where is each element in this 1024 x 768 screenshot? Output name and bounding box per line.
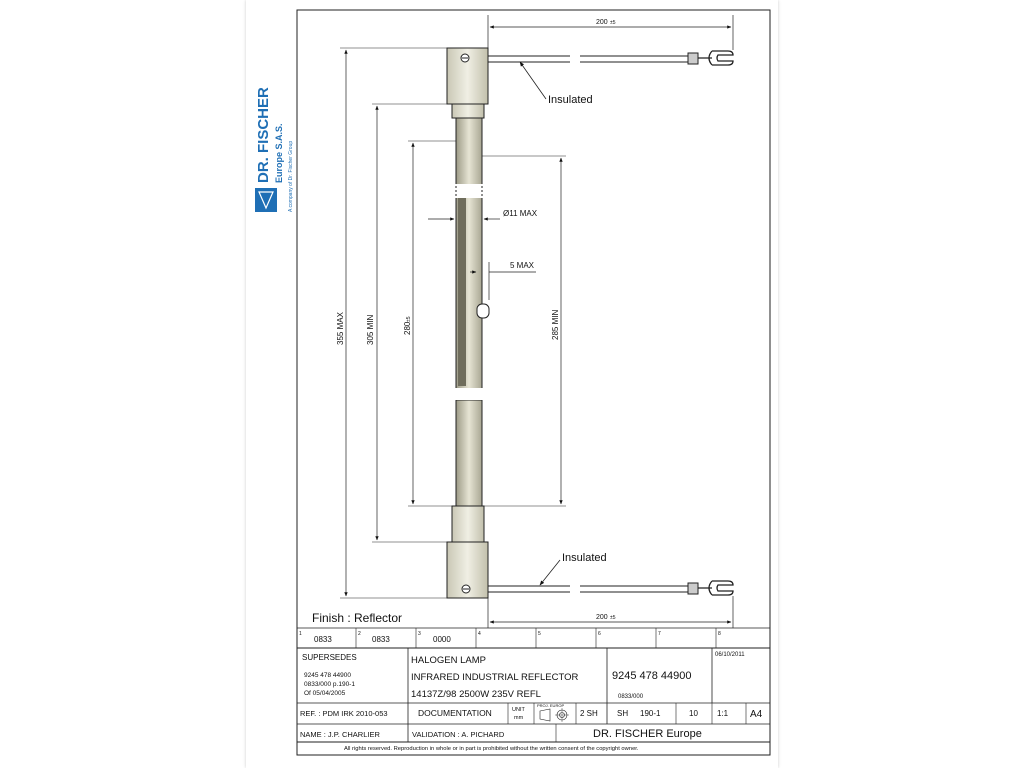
part-sub: 0833/000	[618, 694, 644, 700]
sheets-count: 2 SH	[580, 709, 598, 718]
dim-bottom-cable-tol: ±5	[610, 615, 616, 621]
ref-label: REF. : PDM IRK 2010-053	[300, 709, 388, 718]
drawing-date: 06/10/2011	[715, 652, 745, 658]
paper-format: A4	[750, 709, 763, 720]
copyright-notice: All rights reserved. Reproduction in who…	[344, 746, 639, 752]
dim-bottom-cable: 200	[596, 614, 608, 621]
tube-upper	[455, 117, 483, 187]
insulated-top-label: Insulated	[548, 94, 593, 106]
rev-code: 0833	[314, 635, 332, 644]
product-line-1: HALOGEN LAMP	[411, 655, 486, 666]
company-tagline: A company of Dr. Fischer Group	[288, 141, 294, 212]
drawing-sheet	[246, 0, 778, 768]
company-name: DR. FISCHER	[255, 87, 272, 183]
dim-top-cable-tol: ±5	[610, 20, 616, 26]
projection-symbol-icon	[539, 708, 569, 722]
dim-280-tol: ±5	[406, 316, 412, 322]
company-logo: DR. FISCHER Europe S.A.S. A company of D…	[255, 87, 294, 212]
rev-col-number: 4	[478, 631, 481, 637]
tube-lower	[455, 399, 483, 507]
rev-col-number: 8	[718, 631, 721, 637]
rev-code: 0000	[433, 635, 451, 644]
supersedes-line: Of 05/04/2005	[304, 690, 346, 697]
product-line-3: 14137Z/98 2500W 235V REFL	[411, 689, 541, 700]
rev-col-number: 7	[658, 631, 661, 637]
part-number: 9245 478 44900	[612, 670, 692, 682]
sh-label: SH	[617, 709, 628, 718]
validation-name: VALIDATION : A. PICHARD	[412, 730, 505, 739]
rev-col-number: 3	[418, 631, 421, 637]
finish-label: Finish : Reflector	[312, 611, 402, 625]
author-name: NAME : J.P. CHARLIER	[300, 730, 380, 739]
dim-diameter: Ø11 MAX	[503, 209, 538, 218]
dim-305: 305 MIN	[366, 315, 375, 345]
unit-label: UNIT	[512, 707, 525, 713]
documentation-label: DOCUMENTATION	[418, 708, 492, 718]
supersedes-line: 9245 478 44900	[304, 672, 351, 679]
rev-col-number: 6	[598, 631, 601, 637]
supersedes-label: SUPERSEDES	[302, 653, 357, 662]
sh-value: 190-1	[640, 709, 661, 718]
insulated-bottom-label: Insulated	[562, 552, 607, 564]
unit-value: mm	[514, 715, 524, 721]
product-line-2: INFRARED INDUSTRIAL REFLECTOR	[411, 672, 578, 683]
company-footer: DR. FISCHER Europe	[593, 728, 702, 740]
drawing-frame	[296, 9, 771, 756]
dim-285: 285 MIN	[551, 310, 560, 340]
revision-number: 10	[689, 709, 698, 718]
rev-col-number: 2	[358, 631, 361, 637]
supersedes-line: 0833/000 p.190-1	[304, 681, 355, 688]
rev-col-number: 5	[538, 631, 541, 637]
dim-top-cable: 200	[596, 19, 608, 26]
bottom-fork-terminal-icon	[698, 580, 734, 596]
revision-strip: 1 2 3 4 5 6 7 8 0833 0833 0000	[297, 627, 770, 649]
dim-355: 355 MAX	[336, 311, 345, 345]
company-division: Europe S.A.S.	[274, 123, 284, 183]
scale: 1:1	[717, 709, 729, 718]
exhaust-tip	[476, 303, 490, 319]
rev-code: 0833	[372, 635, 390, 644]
title-block: SUPERSEDES 9245 478 44900 0833/000 p.190…	[296, 647, 771, 743]
projection-label: PROJ. EUROP	[537, 703, 564, 708]
dim-280: 280	[403, 321, 412, 335]
dim-offset: 5 MAX	[510, 261, 535, 270]
rev-col-number: 1	[299, 631, 302, 637]
top-fork-terminal-icon	[698, 50, 734, 66]
